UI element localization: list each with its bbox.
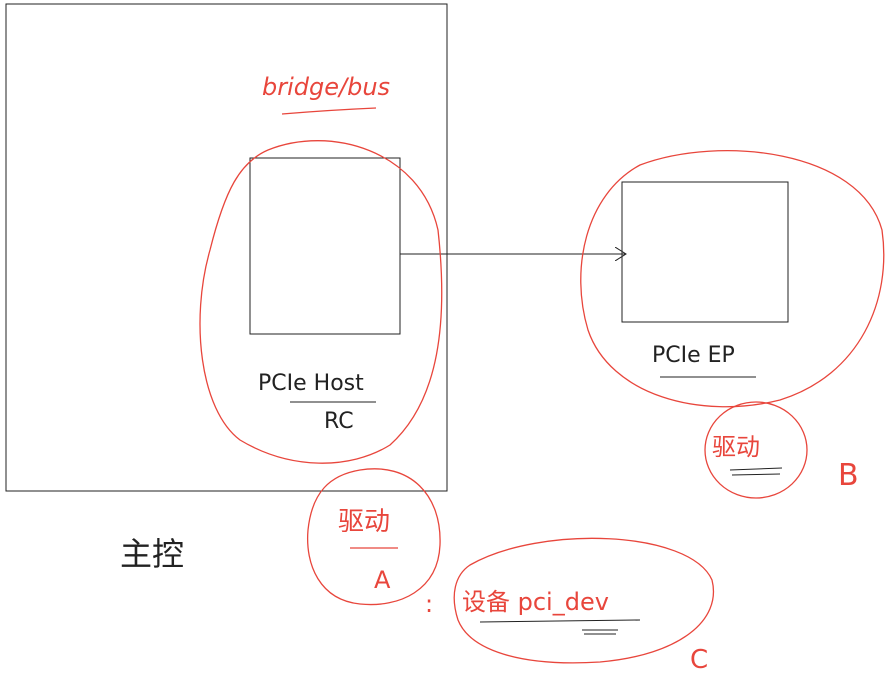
bridge-bus-label: bridge/bus [262,73,390,101]
driver-b-circle [704,401,808,499]
root-complex-highlight [199,140,443,464]
bridge-bus-underline [281,107,377,115]
host-system-box [5,3,448,492]
mark-a: A [374,566,391,594]
pci-dev-underline-1 [479,619,641,623]
endpoint-label: PCIe EP [652,343,735,368]
colon-mark: : [425,590,433,618]
mark-b: B [838,458,859,493]
endpoint-box [621,181,789,323]
driver-b-underline-2 [731,473,781,476]
driver-a-circle [306,468,441,606]
driver-a-label: 驱动 [338,507,390,537]
host-controller-label: 主控 [120,535,184,573]
host-label: PCIe Host [258,371,364,396]
mark-c: C [690,645,708,675]
pci-dev-circle [453,537,715,664]
rc-label: RC [324,409,354,434]
endpoint-highlight [580,150,885,408]
driver-b-label: 驱动 [712,433,760,461]
pci-dev-label: 设备 pci_dev [462,588,609,616]
root-complex-box [249,157,401,335]
driver-b-underline-1 [729,467,783,471]
